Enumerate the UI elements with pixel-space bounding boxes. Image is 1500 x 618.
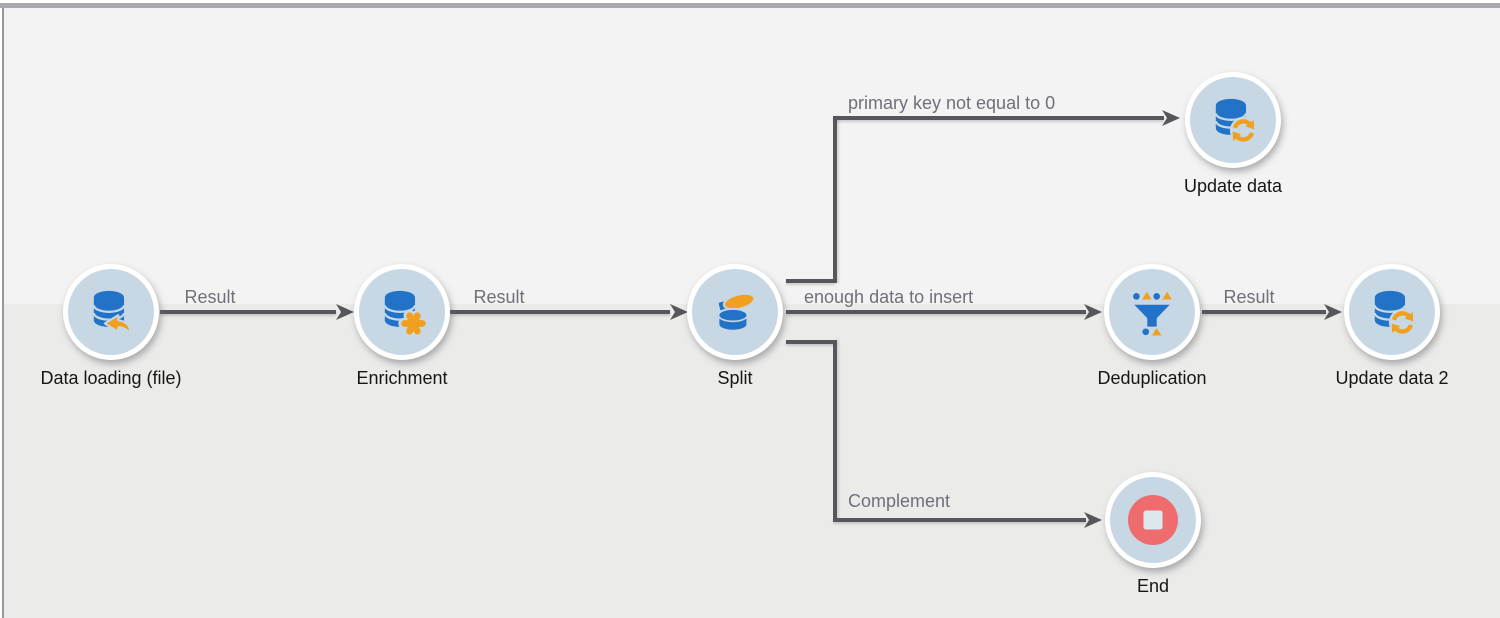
edge-label-result-1[interactable]: Result (184, 287, 236, 307)
arrowhead-icon (1162, 110, 1180, 126)
edge-split-to-end-vertical[interactable] (833, 340, 837, 520)
edge-split-to-end-stub[interactable] (786, 340, 835, 344)
arrowhead-icon (670, 304, 688, 320)
edge-label-enough-data[interactable]: enough data to insert (804, 287, 974, 307)
edge-dedup-to-updatedata2-line[interactable] (1202, 310, 1326, 314)
workflow-node-end[interactable] (1105, 472, 1201, 568)
edge-split-to-end-line[interactable] (833, 518, 1086, 522)
split-cylinder-icon (717, 292, 756, 332)
edge-label-result-3[interactable]: Result (1223, 287, 1275, 307)
database-import-icon (92, 290, 131, 335)
arrowhead-icon (1324, 304, 1342, 320)
node-label-update-data-2: Update data 2 (1335, 368, 1449, 388)
database-refresh-icon (1214, 98, 1257, 144)
stop-icon (1128, 495, 1178, 545)
workflow-node-split[interactable] (687, 264, 783, 360)
edge-split-to-updatedata-vertical[interactable] (833, 116, 837, 283)
node-label-enrichment: Enrichment (356, 368, 448, 388)
edge-split-to-dedup-line[interactable] (786, 310, 1086, 314)
workflow-node-deduplication[interactable] (1104, 264, 1200, 360)
node-label-data-loading: Data loading (file) (40, 368, 182, 388)
workflow-node-update-data[interactable] (1185, 72, 1281, 168)
workflow-node-enrichment[interactable] (354, 264, 450, 360)
node-label-end: End (1136, 576, 1170, 596)
funnel-dedup-icon (1133, 291, 1172, 336)
arrowhead-icon (1084, 512, 1102, 528)
node-label-update-data: Update data (1183, 176, 1283, 196)
workflow-node-data-loading[interactable] (63, 264, 159, 360)
workflow-node-update-data-2[interactable] (1344, 264, 1440, 360)
arrowhead-icon (1084, 304, 1102, 320)
node-label-split: Split (717, 368, 753, 388)
database-enrichment-icon (383, 290, 427, 337)
edge-label-complement[interactable]: Complement (848, 491, 951, 511)
edge-loading-to-enrichment-line[interactable] (160, 310, 336, 314)
node-label-deduplication: Deduplication (1097, 368, 1207, 388)
database-refresh-icon (1373, 290, 1416, 336)
edge-label-result-2[interactable]: Result (473, 287, 525, 307)
edge-split-to-updatedata-line[interactable] (833, 116, 1164, 120)
edge-split-to-updatedata-stub[interactable] (786, 279, 835, 283)
top-border-bar (0, 3, 1500, 8)
left-border-line (2, 8, 4, 618)
edge-label-primary-key[interactable]: primary key not equal to 0 (848, 93, 1056, 113)
arrowhead-icon (336, 304, 354, 320)
canvas-band-top (4, 8, 1500, 304)
edge-enrichment-to-split-line[interactable] (450, 310, 670, 314)
